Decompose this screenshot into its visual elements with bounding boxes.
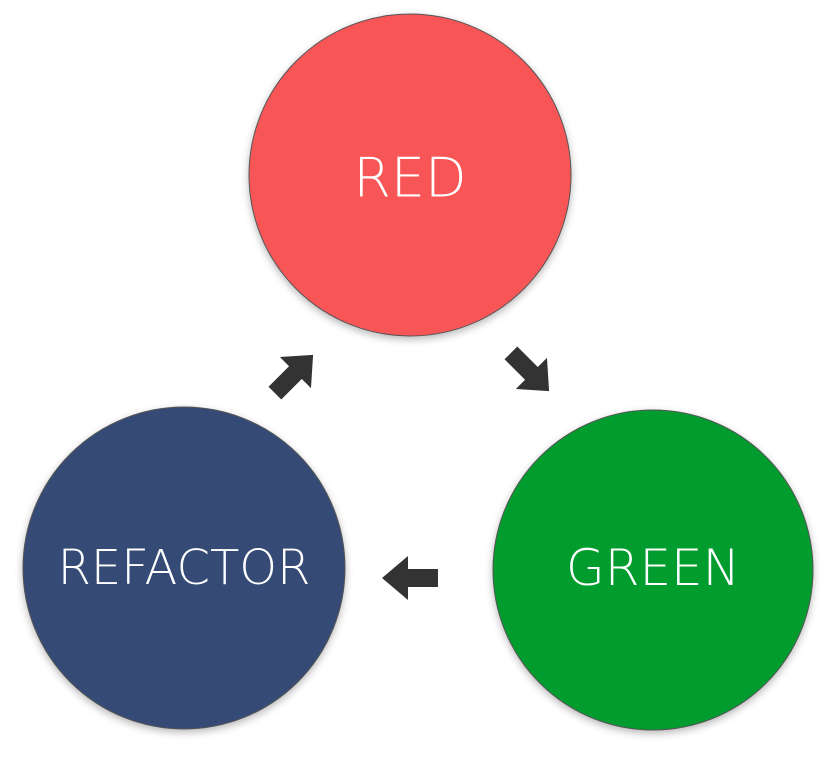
arrow-green-to-refactor [382, 556, 438, 600]
node-red-circle [248, 13, 572, 337]
arrow-green-to-refactor-shape [382, 556, 438, 600]
node-green-circle [492, 409, 814, 731]
arrow-red-to-green [504, 346, 550, 392]
arrow-refactor-to-red [268, 354, 314, 400]
arrow-refactor-to-red-shape [268, 354, 314, 400]
node-red: RED [248, 13, 572, 337]
arrow-red-to-green-shape [504, 346, 550, 392]
node-red-label: RED [353, 147, 466, 210]
node-green-label: GREEN [566, 539, 740, 597]
node-refactor-label: REFACTOR [58, 540, 311, 596]
node-green: GREEN [492, 409, 814, 731]
node-refactor-circle [22, 406, 346, 730]
node-refactor: REFACTOR [22, 406, 346, 730]
